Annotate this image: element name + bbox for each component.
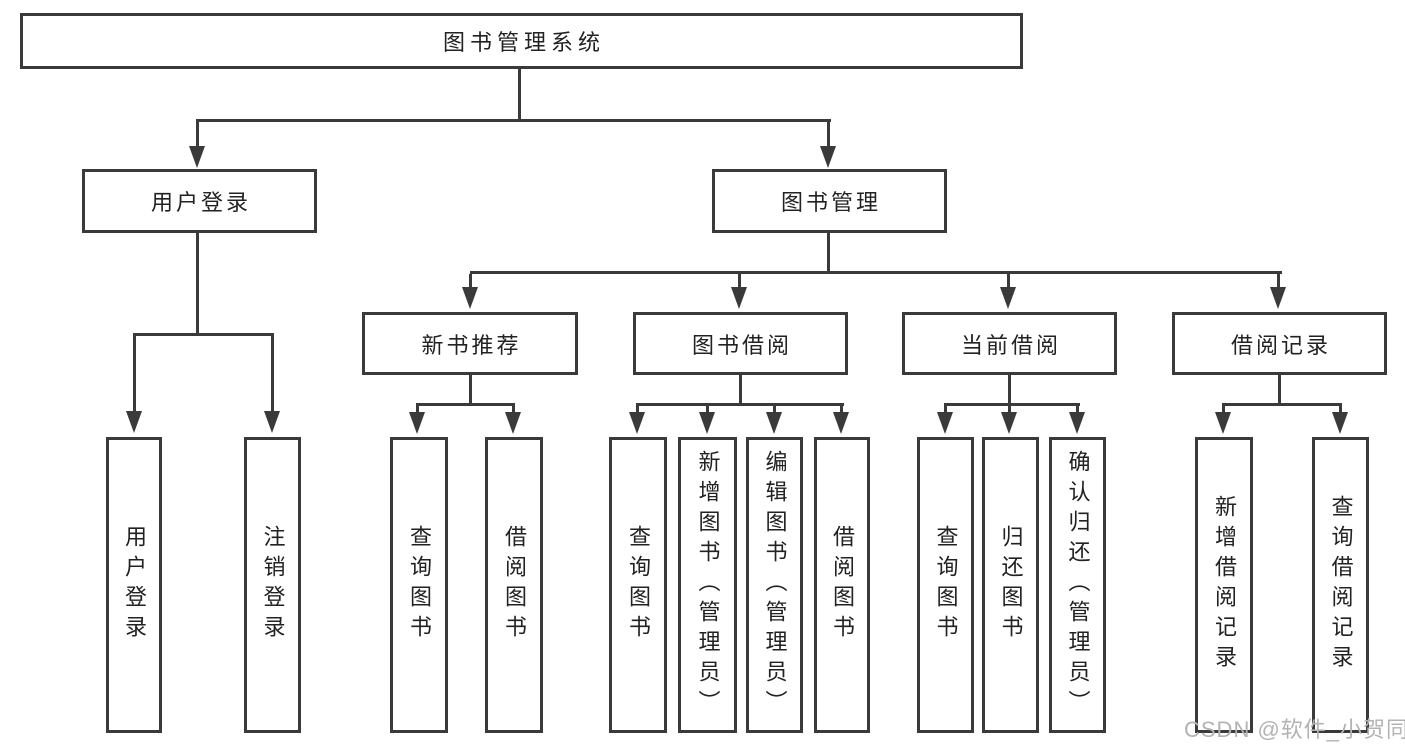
leaf-recommend-borrow-book-label: 借阅图书 — [502, 525, 527, 645]
leaf-user-login-label: 用户登录 — [122, 525, 147, 645]
leaf-record-query-label: 查询借阅记录 — [1328, 495, 1354, 675]
connector-line — [827, 233, 830, 274]
arrow-down-icon — [1215, 412, 1231, 434]
node-user-login-label: 用户登录 — [150, 190, 251, 215]
leaf-record-query: 查询借阅记录 — [1312, 437, 1369, 733]
node-new-book-recommend: 新书推荐 — [362, 312, 578, 375]
connector-line — [827, 121, 830, 147]
connector-line — [271, 336, 274, 412]
leaf-user-login: 用户登录 — [106, 437, 162, 733]
node-root-label: 图书管理系统 — [442, 30, 605, 55]
connector-line — [636, 406, 639, 413]
connector-line — [512, 406, 515, 413]
arrow-down-icon — [820, 146, 836, 168]
arrow-down-icon — [629, 412, 645, 434]
connector-line — [1277, 274, 1280, 288]
arrow-down-icon — [937, 412, 953, 434]
node-new-book-recommend-label: 新书推荐 — [421, 332, 522, 358]
connector-line — [196, 119, 831, 122]
leaf-current-confirm-return-label: 确认归还（管理员） — [1065, 450, 1091, 720]
connector-line — [773, 406, 776, 413]
connector-line — [636, 403, 844, 406]
leaf-current-confirm-return: 确认归还（管理员） — [1049, 437, 1106, 733]
leaf-borrow-query-book: 查询图书 — [609, 437, 667, 733]
node-borrow-record: 借阅记录 — [1172, 312, 1387, 375]
connector-line — [1222, 406, 1225, 413]
connector-line — [739, 375, 742, 406]
connector-line — [416, 403, 515, 406]
arrow-down-icon — [833, 412, 849, 434]
leaf-current-return-book-label: 归还图书 — [998, 525, 1024, 645]
node-current-borrow: 当前借阅 — [902, 312, 1117, 375]
connector-line — [706, 406, 709, 413]
arrow-down-icon — [766, 412, 782, 434]
leaf-borrow-query-book-label: 查询图书 — [626, 525, 651, 645]
leaf-borrow-edit-book: 编辑图书（管理员） — [746, 437, 803, 733]
connector-line — [518, 69, 521, 122]
leaf-logout-label: 注销登录 — [260, 525, 286, 645]
leaf-logout: 注销登录 — [244, 437, 301, 733]
arrow-down-icon — [189, 146, 205, 168]
arrow-down-icon — [462, 287, 478, 309]
connector-line — [738, 274, 741, 288]
leaf-record-add-label: 新增借阅记录 — [1212, 495, 1237, 675]
connector-line — [469, 274, 472, 288]
leaf-borrow-add-book-label: 新增图书（管理员） — [695, 450, 721, 720]
leaf-current-query-book-label: 查询图书 — [933, 525, 959, 645]
arrow-down-icon — [1001, 412, 1017, 434]
connector-line — [1008, 406, 1011, 413]
connector-line — [1008, 375, 1011, 406]
leaf-current-return-book: 归还图书 — [982, 437, 1039, 733]
arrow-down-icon — [409, 412, 425, 434]
connector-line — [944, 406, 947, 413]
connector-line — [469, 375, 472, 406]
leaf-recommend-query-book: 查询图书 — [390, 437, 448, 733]
connector-line — [944, 403, 1080, 406]
node-book-borrow: 图书借阅 — [633, 312, 848, 375]
connector-line — [133, 336, 136, 412]
node-user-login: 用户登录 — [82, 169, 317, 233]
connector-line — [1007, 274, 1010, 288]
arrow-down-icon — [1332, 412, 1348, 434]
arrow-down-icon — [1270, 287, 1286, 309]
leaf-recommend-query-book-label: 查询图书 — [407, 525, 432, 645]
connector-line — [1278, 375, 1281, 406]
arrow-down-icon — [699, 412, 715, 434]
connector-line — [1076, 406, 1079, 413]
leaf-recommend-borrow-book: 借阅图书 — [485, 437, 543, 733]
node-current-borrow-label: 当前借阅 — [960, 332, 1061, 358]
connector-line — [196, 233, 199, 336]
connector-line — [196, 121, 199, 147]
connector-line — [416, 406, 419, 413]
leaf-borrow-borrow-book-label: 借阅图书 — [830, 525, 855, 645]
arrow-down-icon — [1069, 412, 1085, 434]
leaf-borrow-edit-book-label: 编辑图书（管理员） — [762, 450, 788, 720]
node-book-management: 图书管理 — [712, 169, 947, 233]
node-book-management-label: 图书管理 — [780, 190, 881, 215]
arrow-down-icon — [505, 412, 521, 434]
node-book-borrow-label: 图书借阅 — [691, 332, 792, 358]
node-borrow-record-label: 借阅记录 — [1230, 332, 1331, 358]
node-root: 图书管理系统 — [20, 13, 1023, 69]
arrow-down-icon — [126, 411, 142, 433]
connector-line — [1339, 406, 1342, 413]
connector-line — [133, 333, 274, 336]
connector-line — [840, 406, 843, 413]
leaf-record-add: 新增借阅记录 — [1195, 437, 1253, 733]
arrow-down-icon — [731, 287, 747, 309]
leaf-borrow-add-book: 新增图书（管理员） — [678, 437, 737, 733]
connector-line — [470, 271, 1282, 274]
arrow-down-icon — [264, 411, 280, 433]
connector-line — [1222, 403, 1342, 406]
watermark-text: CSDN @软件_小贺同学 — [1184, 717, 1405, 742]
leaf-borrow-borrow-book: 借阅图书 — [814, 437, 870, 733]
leaf-current-query-book: 查询图书 — [917, 437, 974, 733]
arrow-down-icon — [1000, 287, 1016, 309]
